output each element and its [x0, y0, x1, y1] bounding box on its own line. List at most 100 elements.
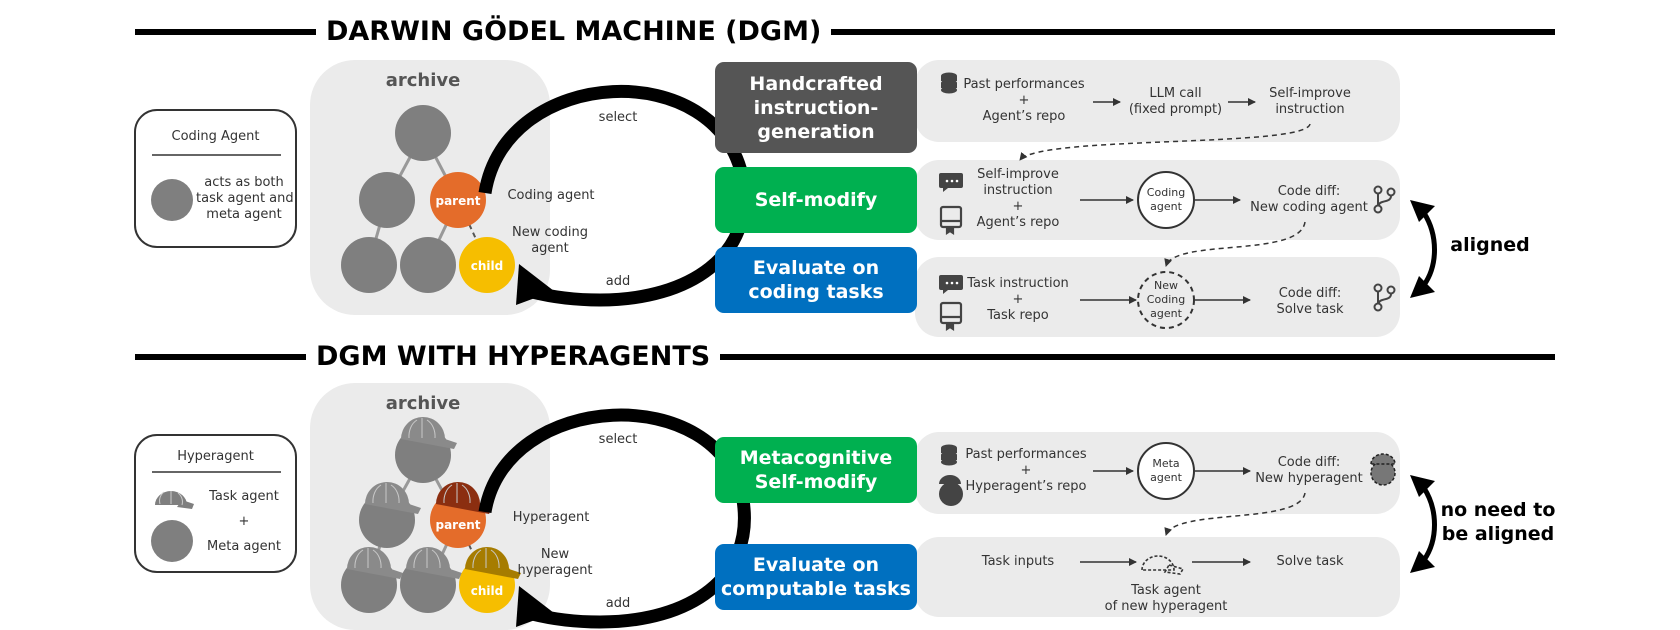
loop-add-label: add — [605, 596, 631, 611]
row3-input: Task instruction+Task repo — [967, 276, 1069, 323]
archive-node — [395, 417, 457, 483]
hyper-row2-input: Task inputs — [981, 554, 1055, 569]
hyperagent-icon — [939, 475, 963, 506]
hyper-legend-meta: Meta agent — [207, 539, 281, 554]
section-title-hyperagents: DGM WITH HYPERAGENTS — [306, 341, 721, 373]
archive-node — [359, 482, 421, 548]
loop-add-label: add — [605, 274, 631, 289]
archive-node — [359, 172, 415, 228]
loop-arrowhead — [516, 264, 554, 305]
not-aligned-double-arrow — [1421, 486, 1437, 562]
hyper-row1-output: Code diff:New hyperagent — [1255, 455, 1363, 486]
cap-icon — [347, 547, 403, 579]
cap-icon — [465, 547, 521, 579]
loop-select-label: select — [598, 432, 638, 447]
stage-evaluate-box — [715, 247, 917, 313]
aligned-label: aligned — [1450, 234, 1530, 256]
new-coding-agent-node — [1137, 271, 1195, 329]
stage-self-modify-box — [715, 167, 917, 233]
hyper-legend-task: Task agent — [209, 489, 279, 504]
section-title-dgm: DARWIN GÖDEL MACHINE (DGM) — [316, 16, 832, 48]
dashed-flow-arrow — [1164, 221, 1306, 267]
parent-node — [430, 482, 492, 548]
database-icon — [941, 72, 957, 94]
row3-output: Code diff:Solve task — [1276, 286, 1344, 317]
archive-node — [341, 237, 397, 293]
archive-node — [400, 237, 456, 293]
hyper-row2-output: Solve task — [1276, 554, 1344, 569]
child-node — [459, 237, 515, 293]
chat-icon — [939, 275, 963, 294]
archive-node — [341, 547, 403, 613]
aligned-arrowhead-top — [1410, 200, 1435, 222]
not-aligned-arrowhead-bottom — [1410, 551, 1435, 573]
parent-node — [430, 172, 486, 228]
cap-icon — [436, 482, 492, 514]
curved-arrow-icon — [478, 408, 751, 629]
loop-select-label: select — [598, 110, 638, 125]
cap-icon — [406, 547, 462, 579]
stage-self-modify-label: Self-modify — [754, 189, 878, 211]
archive-node — [395, 105, 451, 161]
agent-node-icon — [151, 520, 193, 562]
chat-icon — [939, 173, 963, 192]
coding-agent-caption: Coding agent — [507, 188, 595, 203]
repo-icon — [939, 205, 963, 236]
hyper-legend-title: Hyperagent — [177, 449, 254, 464]
database-icon — [941, 444, 957, 466]
child-node — [459, 547, 521, 613]
archive-node — [400, 547, 462, 613]
hyper-row1-input: Past performances+Hyperagent’s repo — [965, 447, 1087, 494]
cap-icon — [365, 482, 421, 514]
loop-arrowhead — [516, 586, 554, 627]
cap-icon — [155, 491, 194, 509]
agent-node-icon — [151, 179, 193, 221]
child-node-label: child — [470, 259, 504, 273]
dashed-flow-arrow — [1019, 123, 1311, 161]
cap-icon — [1141, 555, 1185, 575]
meta-agent-node — [1137, 442, 1195, 500]
git-branch-icon — [1373, 185, 1396, 214]
hyperagent-caption: Hyperagent — [512, 510, 590, 525]
row1-input: Past performances+Agent’s repo — [963, 77, 1085, 124]
stage-handcrafted-box — [715, 62, 917, 153]
panel-row1 — [915, 60, 1400, 142]
panel-row3 — [915, 257, 1400, 337]
parent-node-label: parent — [435, 194, 481, 208]
archive-label: archive — [385, 70, 461, 91]
aligned-double-arrow — [1421, 211, 1437, 287]
stage-metacognitive-box — [715, 437, 917, 503]
legend-title: Coding Agent — [171, 129, 260, 144]
coding-agent-node — [1137, 171, 1195, 229]
archive-label: archive — [385, 393, 461, 414]
row1-process: LLM call(fixed prompt) — [1128, 86, 1223, 117]
aligned-arrowhead-bottom — [1410, 276, 1435, 298]
hyper-legend-plus: + — [238, 514, 250, 529]
parent-node-label: parent — [435, 518, 481, 532]
stage-evaluate-computable-box — [715, 544, 917, 610]
row2-output: Code diff:New coding agent — [1250, 184, 1368, 215]
new-hyperagent-icon — [1370, 453, 1396, 486]
child-node-label: child — [470, 584, 504, 598]
repo-icon — [939, 301, 963, 332]
not-aligned-arrowhead-top — [1410, 475, 1435, 497]
git-branch-icon — [1373, 283, 1396, 312]
dashed-flow-arrow — [1164, 492, 1306, 536]
cap-icon — [401, 417, 457, 449]
